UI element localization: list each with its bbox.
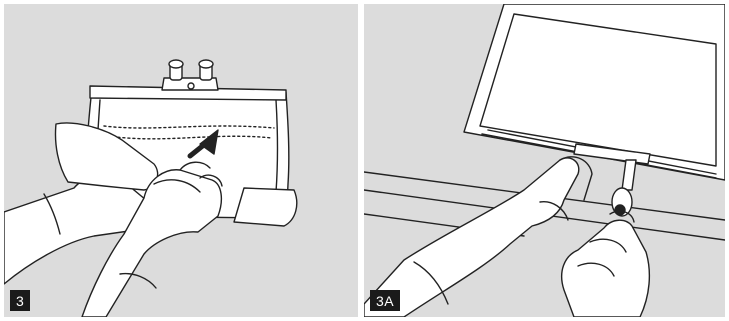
- illustration-hands-pressing-bag: [4, 4, 358, 317]
- step-number-badge: 3: [10, 290, 30, 311]
- step-number-badge: 3A: [370, 290, 400, 311]
- illustration-hands-twisting-port: [364, 4, 725, 317]
- illustration-panel-step-3a: 3A: [364, 4, 725, 317]
- illustration-panel-step-3: 3: [4, 4, 358, 317]
